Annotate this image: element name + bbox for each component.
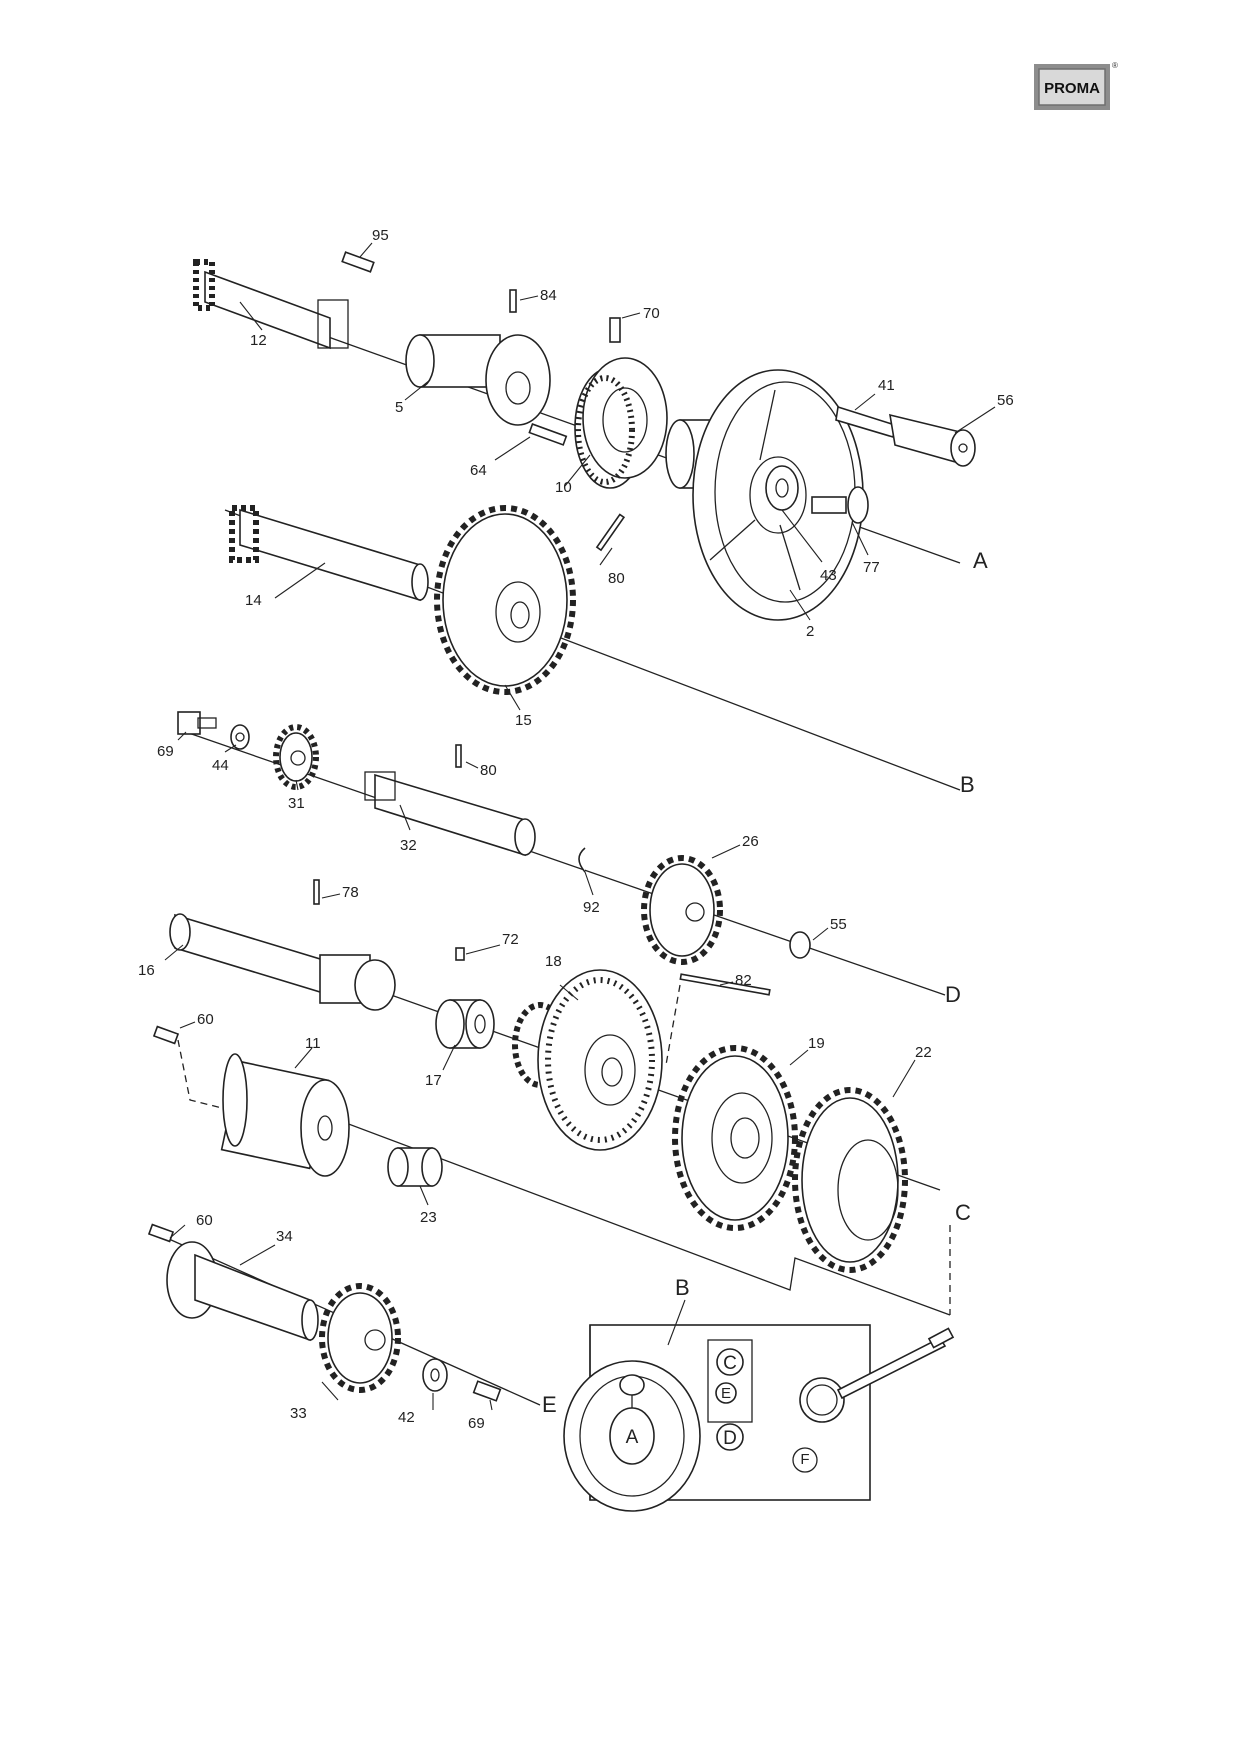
collar-part-10 [574, 357, 668, 489]
control-panel: F [563, 1324, 955, 1512]
label-2: 2 [806, 623, 814, 640]
leader-lines [164, 242, 996, 1411]
label-60-upper: 60 [197, 1011, 214, 1028]
bush-part-55 [789, 931, 811, 959]
washer-part-42 [422, 1358, 448, 1392]
label-18: 18 [545, 953, 562, 970]
label-23: 23 [420, 1209, 437, 1226]
axis-letter-c: C [955, 1200, 971, 1225]
gear-part-19 [672, 1045, 798, 1231]
axis-letter-b: B [960, 772, 975, 797]
shaft-part-16 [169, 913, 396, 1011]
label-70: 70 [643, 305, 660, 322]
gear-part-15 [434, 505, 576, 695]
nut-part-69-lower [472, 1380, 502, 1402]
shaft-part-34 [166, 1241, 319, 1342]
axis-letters: A B D C E [542, 548, 988, 1417]
screw-part-77 [811, 486, 869, 524]
label-31: 31 [288, 795, 305, 812]
panel-letter-d: D [723, 1428, 737, 1449]
label-95: 95 [372, 227, 389, 244]
circlip-part-92 [578, 847, 586, 873]
logo-text: PROMA [1044, 80, 1100, 97]
label-15: 15 [515, 712, 532, 729]
panel-letter-b: B [675, 1275, 690, 1300]
label-12: 12 [250, 332, 267, 349]
panel-letter-e: E [721, 1385, 731, 1402]
label-5: 5 [395, 399, 403, 416]
label-44: 44 [212, 757, 229, 774]
label-56: 56 [997, 392, 1014, 409]
label-69-lower: 69 [468, 1415, 485, 1432]
key-part-95 [341, 251, 375, 273]
panel-letters: B C E D A [626, 1275, 737, 1449]
washer-part-43 [765, 465, 799, 511]
pin-part-84 [509, 289, 517, 313]
label-69-upper: 69 [157, 743, 174, 760]
label-16: 16 [138, 962, 155, 979]
label-33: 33 [290, 1405, 307, 1422]
washer-part-44 [230, 724, 250, 750]
part-number-labels: 95 84 70 41 56 12 5 64 10 43 77 2 80 14 … [138, 227, 1014, 1432]
shaft-part-14 [229, 505, 429, 602]
label-60-lower: 60 [196, 1212, 213, 1229]
label-19: 19 [808, 1035, 825, 1052]
bevel-gear-part-18 [512, 969, 663, 1151]
label-92: 92 [583, 899, 600, 916]
screw-part-60-lower [147, 1223, 175, 1243]
label-43: 43 [820, 567, 837, 584]
shaft-part-12 [193, 259, 349, 350]
label-77: 77 [863, 559, 880, 576]
bush-part-5 [405, 334, 551, 426]
gear-part-33 [319, 1283, 401, 1393]
label-55: 55 [830, 916, 847, 933]
screw-part-64 [528, 423, 568, 446]
proma-logo: PROMA ® [1034, 61, 1118, 110]
label-22: 22 [915, 1044, 932, 1061]
pin-part-80-upper [595, 513, 626, 552]
label-64: 64 [470, 462, 487, 479]
gear-part-22 [792, 1087, 908, 1273]
nut-part-69-upper [177, 711, 217, 735]
panel-letter-c: C [723, 1353, 737, 1374]
screw-part-60-upper [152, 1025, 231, 1111]
svg-text:F: F [800, 1451, 809, 1468]
axis-letter-d: D [945, 982, 961, 1007]
label-84: 84 [540, 287, 557, 304]
label-32: 32 [400, 837, 417, 854]
key-part-82 [665, 973, 771, 1066]
shaft-part-32 [364, 771, 536, 857]
bush-part-17 [435, 999, 495, 1049]
logo-registered-mark: ® [1112, 61, 1118, 70]
pin-part-80-lower [455, 744, 462, 768]
label-14: 14 [245, 592, 262, 609]
gear-part-31 [273, 724, 319, 790]
label-26: 26 [742, 833, 759, 850]
label-80-lower: 80 [480, 762, 497, 779]
gear-part-26 [641, 855, 723, 965]
sleeve-part-11 [220, 1053, 350, 1177]
label-78: 78 [342, 884, 359, 901]
label-72: 72 [502, 931, 519, 948]
label-11: 11 [305, 1035, 321, 1052]
label-34: 34 [276, 1228, 293, 1245]
axis-letter-a: A [973, 548, 988, 573]
label-17: 17 [425, 1072, 442, 1089]
screw-part-72 [455, 947, 465, 961]
label-41: 41 [878, 377, 895, 394]
pin-part-78 [313, 879, 320, 905]
label-10: 10 [555, 479, 572, 496]
label-42: 42 [398, 1409, 415, 1426]
axis-letter-e: E [542, 1392, 557, 1417]
screw-part-70 [609, 317, 621, 343]
label-82: 82 [735, 972, 752, 989]
panel-letter-a: A [626, 1427, 639, 1448]
handle-part-41-56 [835, 405, 976, 467]
collar-part-23 [387, 1147, 443, 1187]
label-80-upper: 80 [608, 570, 625, 587]
dashed-link-c [244, 1084, 951, 1316]
